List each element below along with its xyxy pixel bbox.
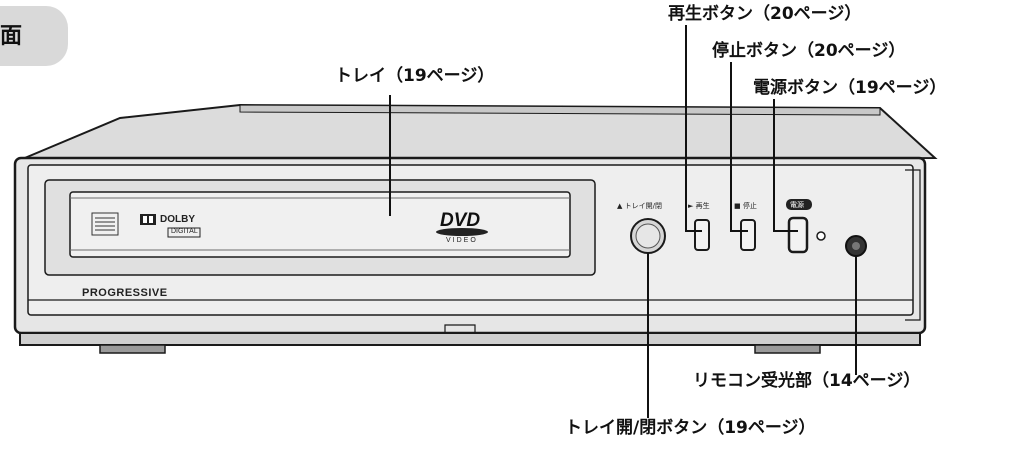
callout-play-button: 再生ボタン（20ページ）	[668, 4, 862, 24]
dolby-logo	[140, 214, 201, 238]
tray-open-close-button[interactable]	[631, 219, 665, 253]
dvd-logo-text: DVD	[440, 210, 481, 231]
section-tab	[0, 6, 68, 66]
power-indicator-icon	[817, 232, 825, 240]
callout-tray: トレイ（19ページ）	[335, 66, 495, 86]
power-label: 電源	[790, 201, 804, 209]
leader-power	[773, 99, 798, 232]
stop-button[interactable]	[741, 220, 755, 250]
model-label: PROGRESSIVE	[82, 287, 168, 299]
disc-tray	[69, 191, 571, 258]
leader-play	[685, 25, 702, 232]
remote-sensor	[846, 236, 866, 256]
foot-right	[754, 344, 821, 354]
compact-disc-logo	[91, 212, 119, 236]
callout-tray-open-close-button: トレイ開/閉ボタン（19ページ）	[565, 418, 816, 438]
callout-stop-button: 停止ボタン（20ページ）	[712, 41, 906, 61]
dolby-text: DOLBY	[160, 214, 195, 225]
leader-stop	[730, 62, 748, 232]
callout-remote-sensor: リモコン受光部（14ページ）	[693, 371, 921, 391]
section-tab-label: 面	[0, 24, 23, 49]
play-label: ► 再生	[688, 202, 710, 210]
tray-hotspot[interactable]	[70, 192, 570, 257]
dvd-video-text: VIDEO	[446, 237, 478, 244]
power-button[interactable]	[789, 218, 807, 252]
dolby-digital-text: DIGITAL	[171, 228, 198, 235]
stop-label: ■ 停止	[734, 202, 757, 210]
foot-left	[99, 344, 166, 354]
dvd-logo-disc	[436, 228, 488, 236]
callout-power-button: 電源ボタン（19ページ）	[753, 78, 947, 98]
play-button[interactable]	[695, 220, 709, 250]
open-close-label: ▲ トレイ開/閉	[617, 202, 662, 210]
